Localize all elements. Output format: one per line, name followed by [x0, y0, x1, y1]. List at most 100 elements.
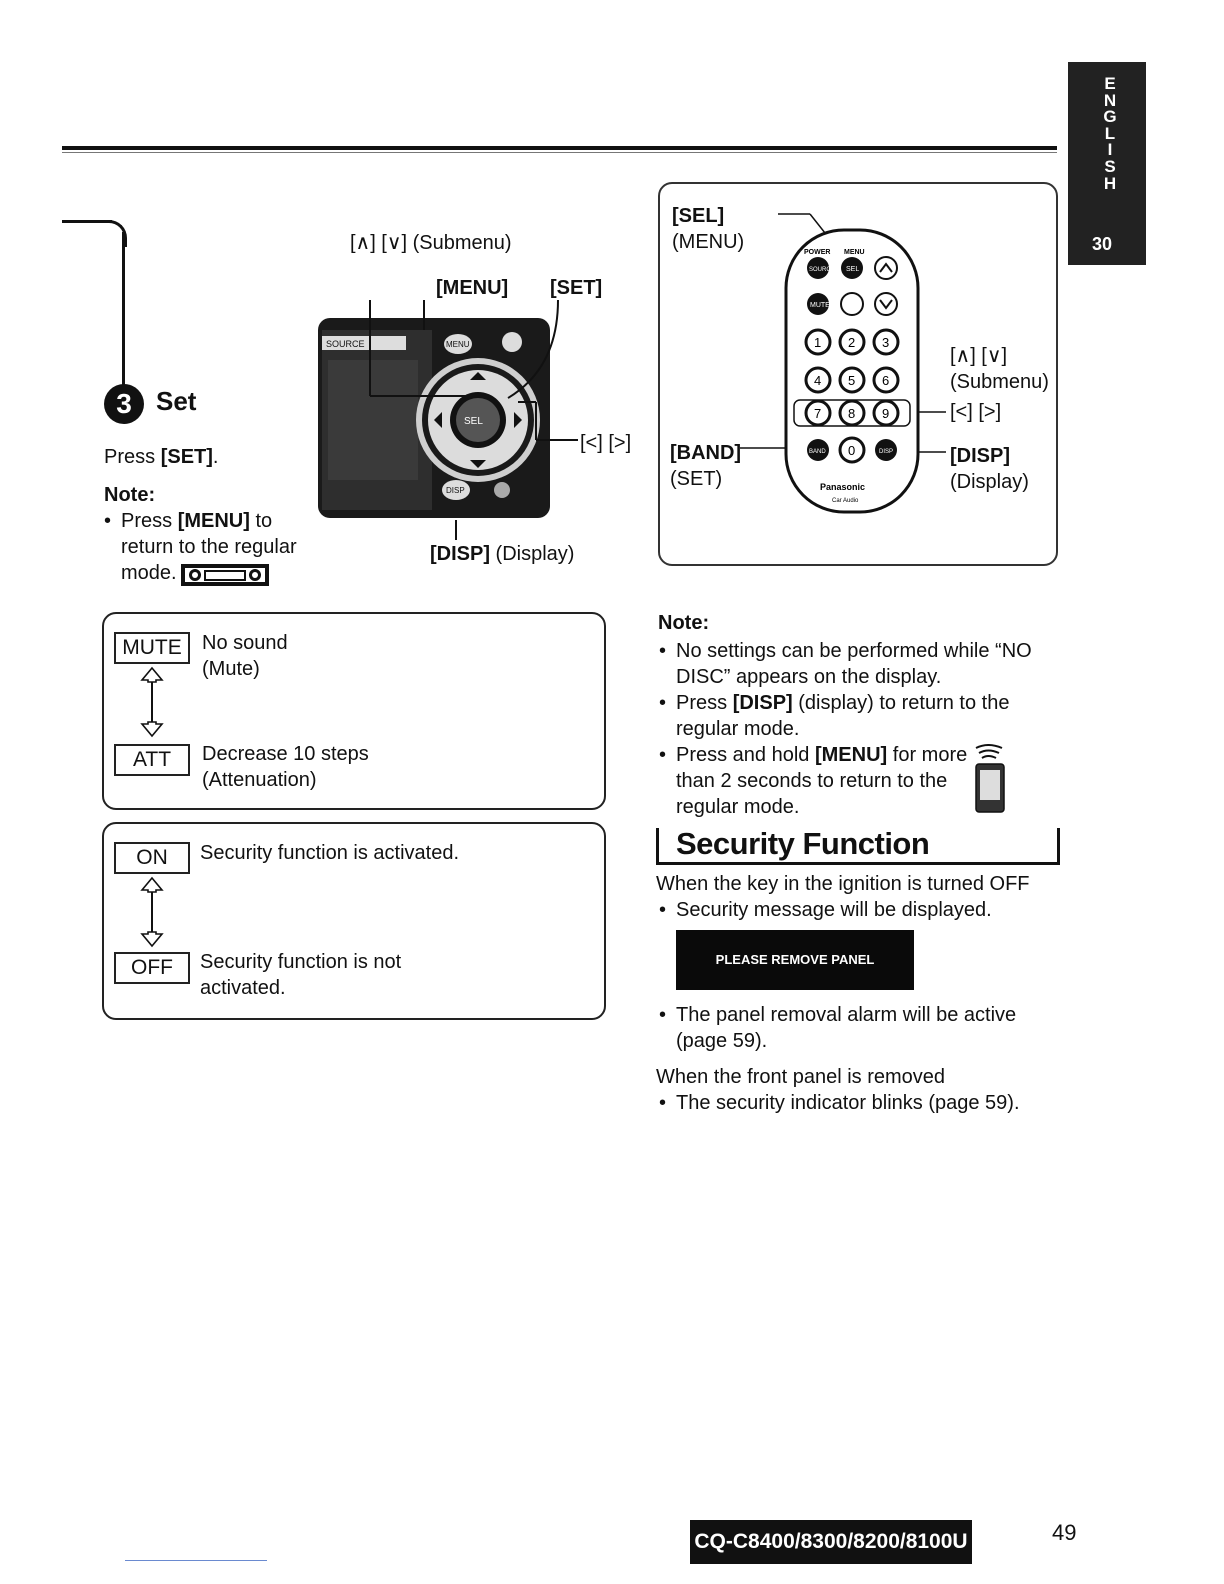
remote-digit: 2	[848, 335, 855, 350]
section-title-frame	[656, 828, 1060, 865]
note-bullet-1: No settings can be performed while “NO	[659, 638, 1032, 664]
menu-key-label: [MENU]	[814, 744, 888, 766]
note-text: to	[249, 510, 273, 532]
disp-label: [DISP] (Display)	[430, 541, 574, 567]
left-right-label: [<] [>]	[580, 432, 632, 454]
step-connector	[62, 220, 112, 223]
note-line: Press [MENU] to	[104, 508, 273, 534]
tab-letter: L	[1104, 123, 1116, 143]
security-bullet-3: The security indicator blinks (page 59).	[659, 1090, 1019, 1116]
remote-mute-text: MUTE	[810, 302, 830, 309]
mute-att-box	[102, 612, 606, 810]
on-desc: Security function is activated.	[200, 842, 460, 864]
panel-disp-text: DISP	[446, 486, 465, 495]
step-connector-vertical	[122, 232, 125, 392]
security-intro-2: When the front panel is removed	[656, 1066, 946, 1088]
remote-disp-desc: (Display)	[950, 471, 1029, 493]
disp-description: (Display)	[490, 543, 575, 565]
mute-key: MUTE	[114, 632, 190, 664]
remote-number-buttons: 1 2 3 4 5 6 7 8 9 BAND 0 DISP	[793, 328, 911, 464]
panel-menu-text: MENU	[446, 340, 470, 349]
note-bullet-3-cont: than 2 seconds to return to the	[676, 770, 948, 792]
note-bullet-3-cont2: regular mode.	[676, 796, 800, 818]
on-key: ON	[114, 842, 190, 874]
off-desc-line1: Security function is not	[200, 951, 402, 973]
note-heading: Note:	[104, 484, 156, 506]
note-text: Press	[121, 510, 178, 532]
toggle-arrows-icon	[140, 666, 164, 738]
remote-submenu-desc: (Submenu)	[950, 371, 1049, 393]
remote-sel-text: SEL	[846, 266, 859, 273]
remote-digit: 6	[882, 373, 889, 388]
language-tab-letters: E N G L I S H	[1098, 74, 1122, 193]
tab-letter: E	[1104, 74, 1116, 93]
note-text: Press and hold	[676, 744, 815, 766]
remote-menu-label: MENU	[844, 249, 865, 256]
menu-key-label: [MENU]	[177, 510, 250, 532]
step-instruction: Press [SET].	[104, 444, 218, 470]
tab-letter: H	[1103, 173, 1117, 193]
security-bullet-1: Security message will be displayed.	[659, 897, 992, 923]
page-number: 49	[1052, 1520, 1077, 1545]
note-bullet-1-cont: DISC” appears on the display.	[676, 666, 942, 688]
remote-brand-logo: Panasonic	[820, 482, 865, 492]
security-intro: When the key in the ignition is turned O…	[656, 873, 1030, 895]
language-tab: E N G L I S H 30	[1068, 62, 1146, 265]
security-bullet-2-cont: (page 59).	[676, 1030, 768, 1052]
right-note-heading: Note:	[658, 612, 710, 634]
remote-lr-key: [<] [>]	[950, 401, 1002, 423]
step-number-badge: 3	[104, 384, 144, 424]
remote-digit: 0	[848, 443, 855, 458]
att-desc-line2: (Attenuation)	[202, 769, 317, 791]
att-desc-line1: Decrease 10 steps	[202, 743, 369, 765]
header-rule-thin	[62, 152, 1057, 153]
menu-label: [MENU]	[436, 277, 509, 299]
remote-digit: 4	[814, 373, 821, 388]
set-key-label: [SET]	[160, 446, 213, 468]
tab-letter: S	[1104, 156, 1116, 176]
mode-indicator-icon	[181, 564, 269, 586]
band-key-desc: (SET)	[670, 468, 723, 490]
model-number-badge: CQ-C8400/8300/8200/8100U	[690, 1520, 972, 1564]
remote-digit: 7	[814, 406, 821, 421]
security-display-message: PLEASE REMOVE PANEL	[676, 930, 914, 990]
remote-band-text: BAND	[809, 449, 826, 455]
remote-disp-key: [DISP]	[950, 445, 1010, 467]
note-bullet-3: Press and hold [MENU] for more	[659, 742, 967, 768]
header-rule	[62, 146, 1057, 150]
panel-sel-text: SEL	[464, 416, 483, 427]
remote-brand-sub: Car Audio	[832, 498, 859, 504]
tab-letter: G	[1103, 107, 1117, 127]
step-connector-corner	[100, 220, 127, 247]
head-unit-front-panel-illustration: SOURCE SEL MENU DISP	[318, 300, 578, 518]
disp-pointer-line	[455, 520, 457, 540]
off-desc-line2: activated.	[200, 977, 286, 999]
remote-digit: 5	[848, 373, 855, 388]
remote-digit: 9	[882, 406, 889, 421]
note-line: return to the regular	[121, 536, 297, 558]
step-title: Set	[156, 386, 197, 416]
instruction-text: .	[212, 446, 219, 468]
instruction-text: Press	[104, 446, 161, 468]
note-bullet-2-cont: regular mode.	[676, 718, 800, 740]
remote-hold-icon	[975, 744, 1005, 813]
remote-submenu-key: [∧] [∨]	[950, 345, 1008, 367]
remote-source-text: SOURCE	[809, 267, 835, 273]
toggle-arrows-icon	[140, 876, 164, 948]
remote-digit: 8	[848, 406, 855, 421]
remote-disp-text: DISP	[879, 449, 893, 455]
remote-control-illustration: POWER MENU SOURCE SEL MUTE 1 2 3 4 5 6 7…	[740, 213, 946, 514]
note-bullet-2: Press [DISP] (display) to return to the	[659, 690, 1009, 716]
sel-key-desc: (MENU)	[672, 231, 745, 253]
disp-key-label: [DISP]	[732, 692, 793, 714]
set-label: [SET]	[550, 277, 603, 299]
remote-digit: 1	[814, 335, 821, 350]
note-text: Press	[676, 692, 733, 714]
footer-line	[125, 1560, 267, 1561]
remote-diagram-frame	[658, 182, 1058, 566]
remote-digit: 3	[882, 335, 889, 350]
mute-desc-line1: No sound	[202, 632, 288, 654]
tab-letter: I	[1107, 140, 1113, 160]
disp-key-label: [DISP]	[430, 543, 490, 565]
att-key: ATT	[114, 744, 190, 776]
